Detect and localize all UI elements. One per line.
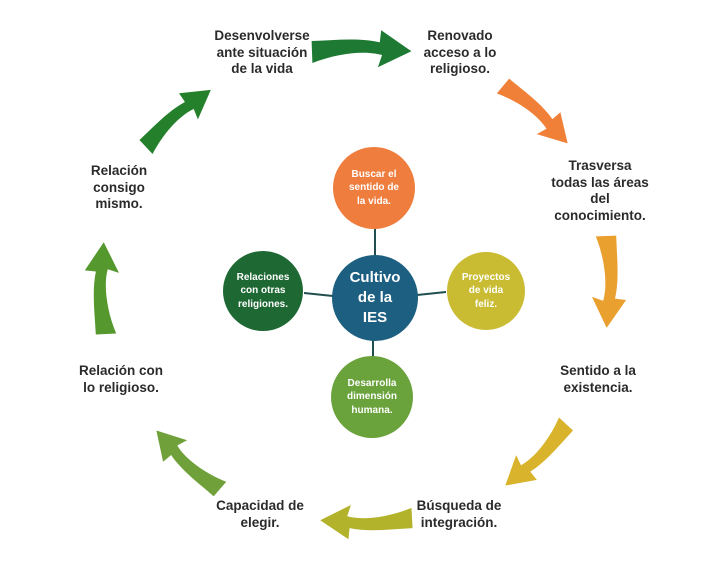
cycle-label-relacion-religioso: Relación con lo religioso. <box>78 363 164 395</box>
cycle-label-busqueda: Búsqueda de integración. <box>416 498 502 530</box>
satellite-circle-buscar: Buscar el sentido de la vida. <box>333 147 415 229</box>
arrow-top-left-icon <box>134 75 220 159</box>
arrow-bottom-left-icon <box>143 420 230 502</box>
hub-connectors <box>303 229 447 357</box>
arrow-top-icon <box>311 29 412 70</box>
cycle-label-desenvolverse: Desenvolverse ante situación de la vida <box>214 28 310 77</box>
arrow-top-right-icon <box>493 73 580 154</box>
arrow-bottom-right-icon <box>495 413 579 499</box>
satellite-circle-relaciones: Relaciones con otras religiones. <box>223 251 303 331</box>
arrow-bottom-icon <box>319 501 413 541</box>
cycle-label-trasversa: Trasversa todas las áreas del conocimien… <box>551 158 649 224</box>
arrow-left-icon <box>83 241 123 335</box>
connector-right <box>416 291 447 296</box>
cycle-label-relacion-consigo: Relación consigo mismo. <box>90 163 148 212</box>
cycle-label-capacidad: Capacidad de elegir. <box>216 498 304 530</box>
hub-circle: Cultivo de la IES <box>332 255 418 341</box>
connector-left <box>303 292 334 297</box>
satellite-circle-proyectos: Proyectos de vida feliz. <box>447 252 525 330</box>
arrow-right-icon <box>589 235 628 329</box>
cycle-label-renovado: Renovado acceso a lo religioso. <box>423 28 497 77</box>
satellite-circle-desarrolla: Desarrolla dimensión humana. <box>331 356 413 438</box>
cycle-label-sentido: Sentido a la existencia. <box>560 363 636 395</box>
